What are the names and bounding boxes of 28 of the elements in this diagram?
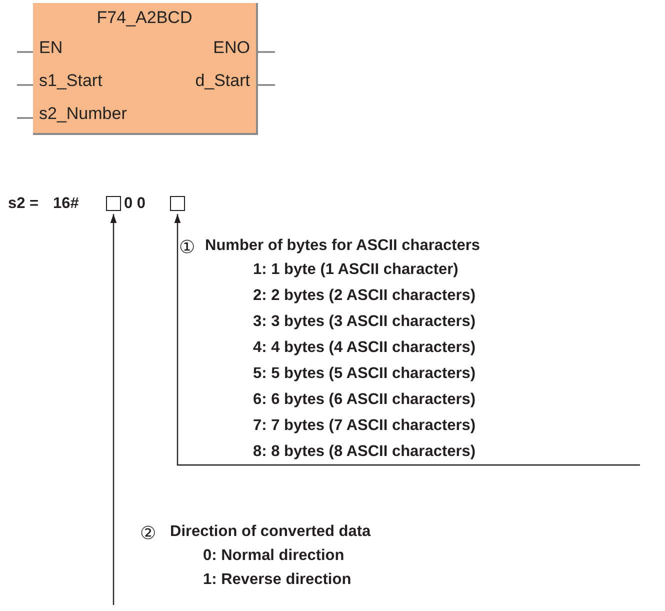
block-title: F74_A2BCD xyxy=(96,9,194,26)
label-text: 6: 6 bytes (6 ASCII characters) xyxy=(253,392,476,408)
function-block xyxy=(33,3,258,135)
pin-name: s2_Number xyxy=(39,105,127,122)
callout-number: ② xyxy=(140,524,156,542)
label-text: 1: 1 byte (1 ASCII character) xyxy=(253,262,458,278)
arrow xyxy=(174,214,640,466)
label-text: 16# xyxy=(53,196,79,212)
callout-number: ① xyxy=(179,238,195,256)
pin-name: ENO xyxy=(213,39,250,56)
label-text: s2 = xyxy=(8,196,39,212)
label-text: 2: 2 bytes (2 ASCII characters) xyxy=(253,288,476,304)
pin-name: s1_Start xyxy=(39,72,102,89)
label-text: 0 0 xyxy=(124,196,146,212)
label-text: 7: 7 bytes (7 ASCII characters) xyxy=(253,418,476,434)
label-text: 1: Reverse direction xyxy=(203,572,352,588)
label-text: 5: 5 bytes (5 ASCII characters) xyxy=(253,366,476,382)
digit-box xyxy=(170,196,185,211)
digit-box xyxy=(106,196,121,211)
arrow xyxy=(110,214,117,605)
label-text: Number of bytes for ASCII characters xyxy=(205,238,480,254)
pin-name: d_Start xyxy=(195,72,250,89)
label-text: 4: 4 bytes (4 ASCII characters) xyxy=(253,340,476,356)
label-text: 0: Normal direction xyxy=(203,548,344,564)
pin-name: EN xyxy=(39,39,63,56)
label-text: 8: 8 bytes (8 ASCII characters) xyxy=(253,444,476,460)
label-text: Direction of converted data xyxy=(170,524,371,540)
label-text: 3: 3 bytes (3 ASCII characters) xyxy=(253,314,476,330)
